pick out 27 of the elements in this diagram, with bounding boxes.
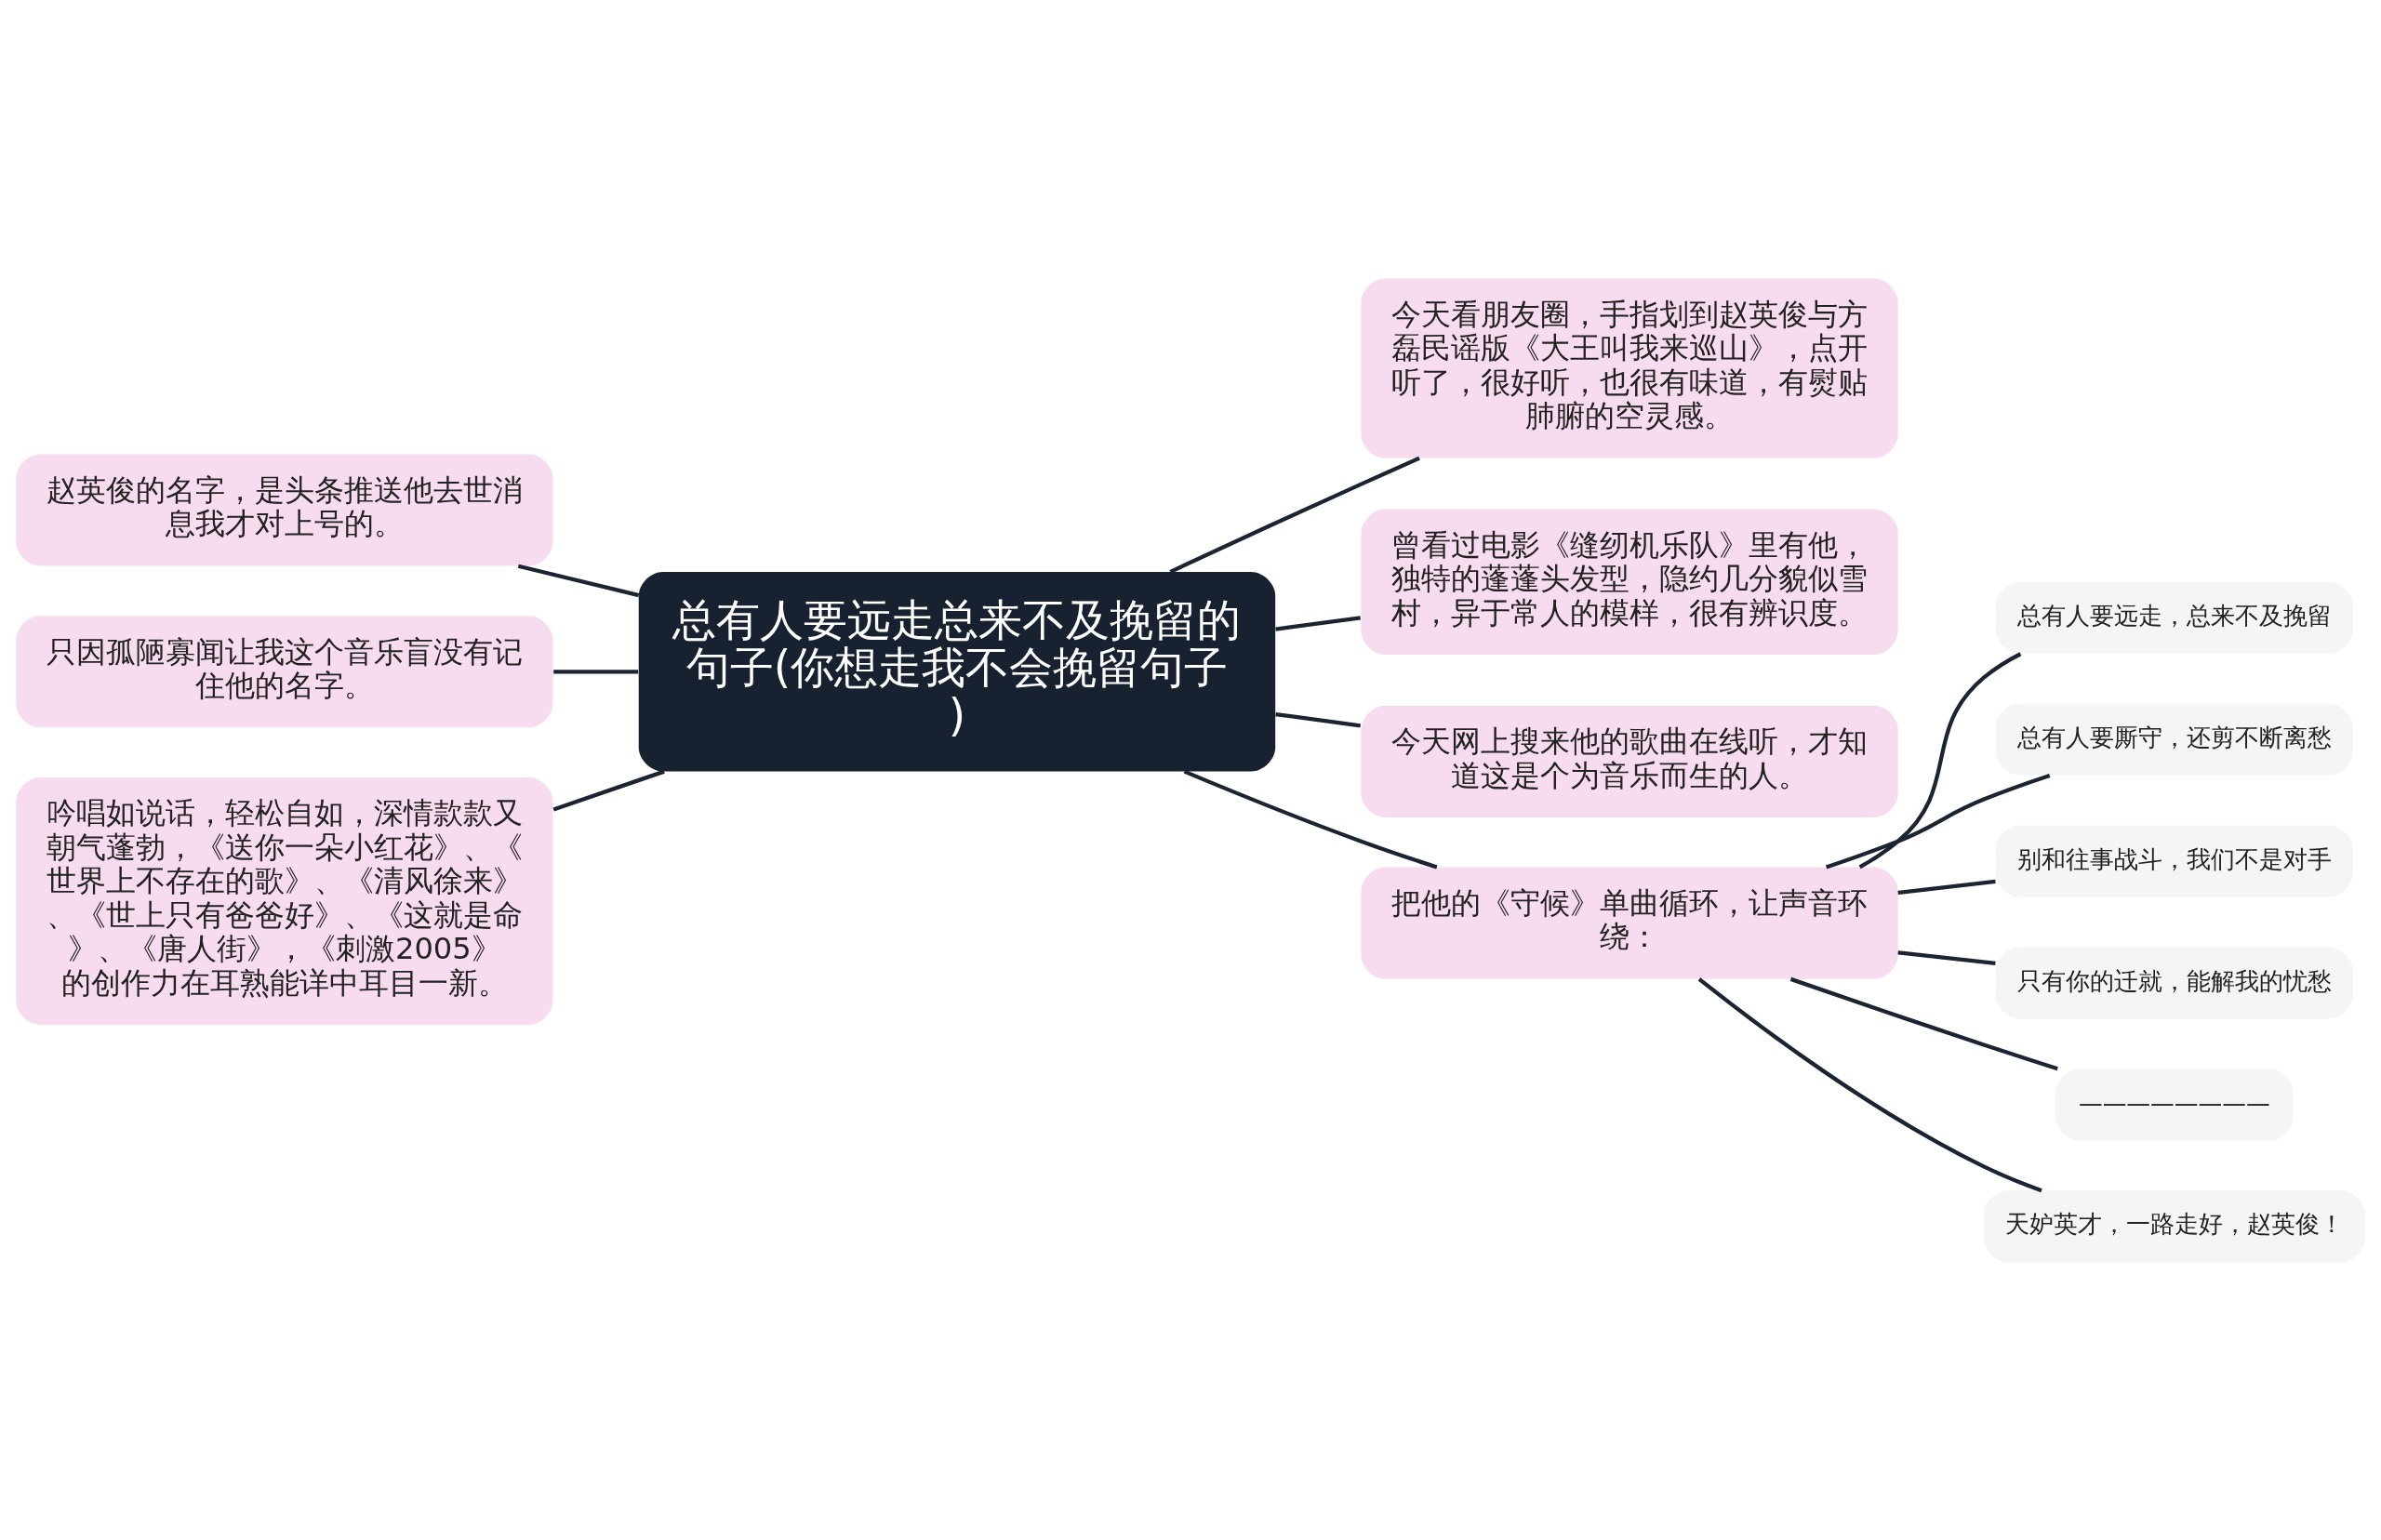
node-box: 总有人要远走总来不及挽留的句子(你想走我不会挽留句子) xyxy=(638,571,1276,772)
node-box: 今天网上搜来他的歌曲在线听，才知道这是个为音乐而生的人。 xyxy=(1361,705,1898,817)
node-box: 只因孤陋寡闻让我这个音乐盲没有记住他的名字。 xyxy=(16,615,553,727)
connector xyxy=(1789,976,2058,1070)
connector xyxy=(517,564,640,597)
connector xyxy=(553,669,639,673)
node-box: 只有你的迁就，能解我的忧愁 xyxy=(1995,946,2353,1019)
node-box: 总有人要远走，总来不及挽留 xyxy=(1995,581,2353,654)
connector xyxy=(1858,651,2022,869)
node-box: 总有人要厮守，还剪不断离愁 xyxy=(1995,703,2353,776)
connector xyxy=(1275,615,1361,631)
node-box: 吟唱如说话，轻松自如，深情款款又朝气蓬勃，《送你一朵小红花》、《世界上不存在的歌》、《清风徐来》、《世上只有爸爸好》、《这就是命》、《唐人街》，《刺激2005》的创作力在耳熟能详中耳目一新。 xyxy=(16,777,553,1025)
connector xyxy=(1275,711,1361,727)
node-box: 今天看朋友圈，手指划到赵英俊与方磊民谣版《大王叫我来巡山》，点开听了，很好听，也很有味道，有熨贴肺腑的空灵感。 xyxy=(1361,278,1898,458)
node-box: ———————— xyxy=(2055,1068,2294,1141)
connector xyxy=(1897,949,1996,965)
node-box: 曾看过电影《缝纫机乐队》里有他，独特的蓬蓬头发型，隐约几分貌似雪村，异于常人的模样，很有辨识度。 xyxy=(1361,508,1898,655)
connector xyxy=(1697,976,2042,1192)
node-box: 别和往事战斗，我们不是对手 xyxy=(1995,825,2353,897)
connector xyxy=(1897,879,1996,895)
node-box: 把他的《守候》单曲循环，让声音环绕： xyxy=(1361,867,1898,979)
connector xyxy=(1169,456,1420,574)
connector xyxy=(552,769,665,811)
node-box: 赵英俊的名字，是头条推送他去世消息我才对上号的。 xyxy=(16,453,553,566)
connector xyxy=(1183,769,1438,869)
connector xyxy=(1825,773,2051,870)
node-box: 天妒英才，一路走好，赵英俊！ xyxy=(1983,1189,2365,1262)
